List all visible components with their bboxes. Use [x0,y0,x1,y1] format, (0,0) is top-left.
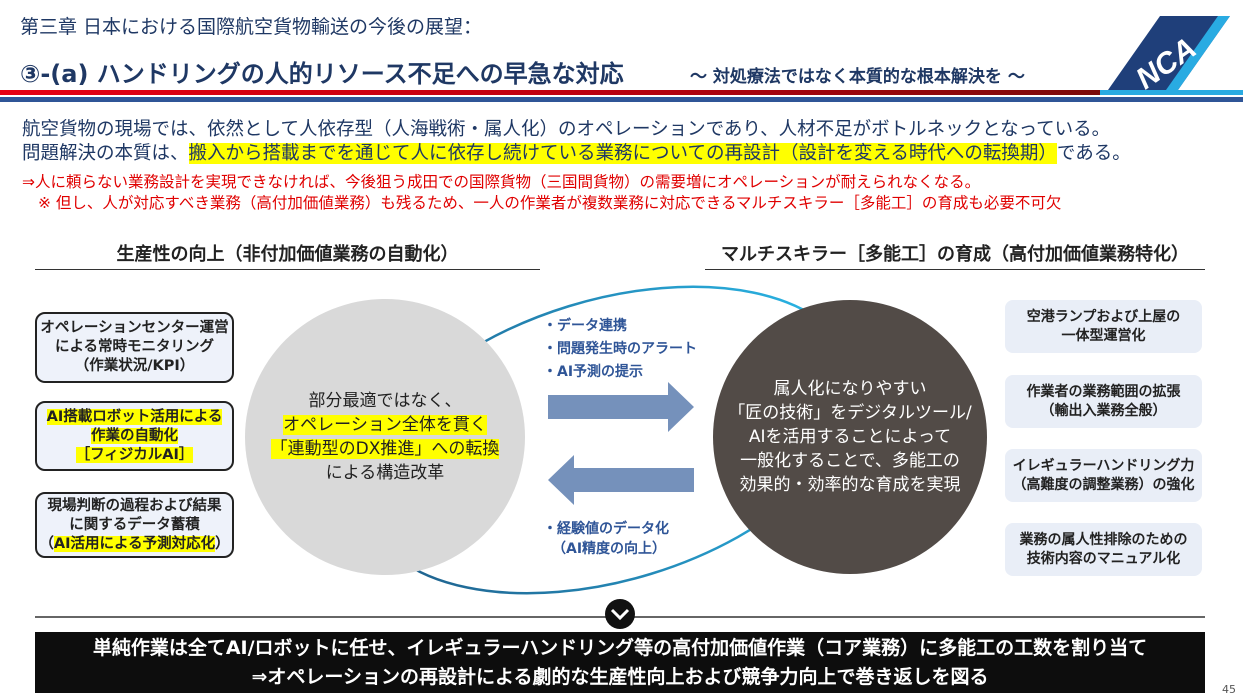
chevron-down-icon [605,599,635,629]
multiskill-circle: 属人化になりやすい 「匠の技術」をデジタルツール/ AIを活用することによって … [713,300,987,574]
flow-bullet: ・問題発生時のアラート [543,341,697,357]
right-heading: マルチスキラー［多能工］の育成（高付加価値業務特化） [705,240,1205,270]
box-text: 技術内容のマニュアル化 [1026,550,1181,567]
box-text: 一体型運営化 [1061,327,1146,344]
skill-box: 作業者の業務範囲の拡張 （輸出入業務全般） [1005,375,1202,428]
chapter-title: 第三章 日本における国際航空貨物輸送の今後の展望： [20,16,483,38]
banner-line: ⇒オペレーションの再設計による劇的な生産性向上および競争力向上で巻き返しを図る [251,666,989,688]
box-text: （輸出入業務全般） [1040,402,1167,419]
box-text: （高難度の調整業務）の強化 [1012,476,1195,493]
banner-line: 単純作業は全てAI/ロボットに任せ、イレギュラーハンドリング等の高付加価値作業（… [92,637,1148,659]
circle-text: AIを活用することによって [748,427,952,447]
circle-text: 部分最適ではなく、 [308,391,462,411]
circle-text: 「連動型のDX推進」への転換 [270,439,500,459]
intro-line-2: 問題解決の本質は、搬入から搭載までを通じて人に依存し続けている業務についての再設… [22,139,1131,165]
box-text: 現場判断の過程および結果 [47,497,222,514]
box-text: （ [39,535,54,552]
circle-text: による構造改革 [325,463,445,483]
skill-box: 空港ランプおよび上屋の一体型運営化 [1005,300,1202,353]
header-red-rule [0,90,1110,95]
flow-bullet: （AI精度の向上） [552,541,667,557]
left-heading: 生産性の向上（非付加価値業務の自動化） [35,240,540,270]
conclusion-banner: 単純作業は全てAI/ロボットに任せ、イレギュラーハンドリング等の高付加価値作業（… [35,632,1205,693]
box-text: ） [215,535,230,552]
page-number: 45 [1222,683,1236,696]
intro-text: である。 [1056,143,1131,164]
nca-logo: NCA [1108,16,1230,94]
auto-box-monitoring: オペレーションセンター運営による常時モニタリング （作業状況/KPI） [35,312,234,383]
box-text: 業務の属人性排除のための [1019,531,1188,548]
left-arrow-icon [548,455,694,505]
flow-bullet: ・AI予測の提示 [543,364,644,380]
circle-text: 一般化することで、多能工の [740,451,960,471]
box-text: （作業状況/KPI） [74,358,195,374]
circle-text: 効果的・効率的な育成を実現 [739,475,961,495]
auto-box-robot: AI搭載ロボット活用による作業の自動化 ［フィジカルAI］ [35,401,234,471]
circle-text: 属人化になりやすい [773,379,927,399]
flow-bullet: ・データ連携 [543,318,627,334]
auto-box-data: 現場判断の過程および結果に関するデータ蓄積 （AI活用による予測対応化） [35,492,234,558]
intro-line-1: 航空貨物の現場では、依然として人依存型（人海戦術・属人化）のオペレーションであり… [22,119,1111,140]
box-text: ［フィジカルAI］ [75,446,194,463]
intro-text: 問題解決の本質は、 [22,143,189,164]
box-text: イレギュラーハンドリング力 [1012,457,1195,474]
box-text: による常時モニタリング [54,339,215,355]
red-note-2: ※ 但し、人が対応すべき業務（高付加価値業務）も残るため、一人の作業者が複数業務… [38,194,1062,212]
slide-subtitle: ～ 対処療法ではなく本質的な根本解決を ～ [690,67,1025,87]
circle-text: オペレーション全体を貫く [283,415,487,435]
box-text: AI搭載ロボット活用による [46,408,223,425]
box-text: 空港ランプおよび上屋の [1026,308,1181,325]
box-text: 作業の自動化 [91,427,178,444]
header-blue-rule [0,97,1243,102]
box-text: オペレーションセンター運営 [40,320,229,336]
header-cyan-rule [1100,90,1243,95]
skill-box: 業務の属人性排除のための技術内容のマニュアル化 [1005,523,1202,576]
dx-circle: 部分最適ではなく、 オペレーション全体を貫く 「連動型のDX推進」への転換 によ… [245,299,525,575]
box-text: AI活用による予測対応化 [53,535,216,552]
box-text: に関するデータ蓄積 [69,516,200,533]
red-note-1: ⇒人に頼らない業務設計を実現できなければ、今後狙う成田での国際貨物（三国間貨物）… [22,173,981,191]
box-text: 作業者の業務範囲の拡張 [1026,383,1181,400]
intro-highlight: 搬入から搭載までを通じて人に依存し続けている業務についての再設計（設計を変える時… [188,143,1057,164]
right-arrow-icon [548,382,694,432]
skill-box: イレギュラーハンドリング力 （高難度の調整業務）の強化 [1005,449,1202,502]
flow-bullet: ・経験値のデータ化 [543,521,669,537]
circle-text: 「匠の技術」をデジタルツール/ [728,403,972,423]
slide-title: ③-(a) ハンドリングの人的リソース不足への早急な対応 [20,60,624,88]
